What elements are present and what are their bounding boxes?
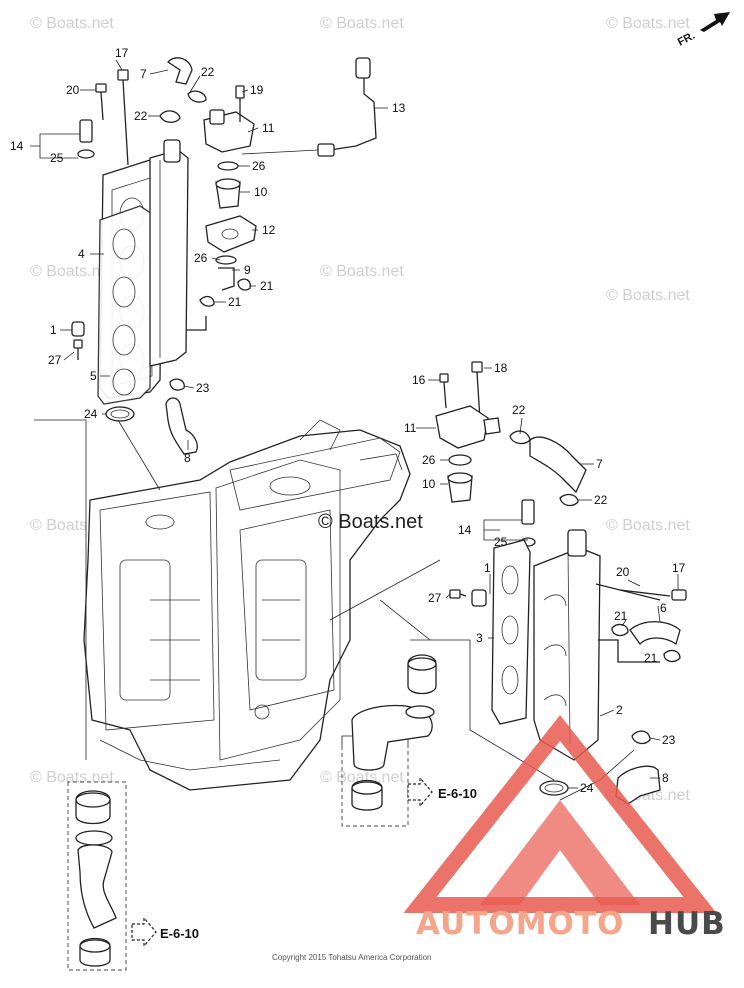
watermark: © Boats.net bbox=[320, 263, 404, 280]
brand-logo: AUTOMOTO HUB bbox=[403, 715, 726, 942]
callout-2: 2 bbox=[616, 703, 623, 717]
front-label: FR. bbox=[676, 30, 697, 49]
callout-10: 10 bbox=[422, 477, 436, 491]
callout-23: 23 bbox=[196, 381, 210, 395]
callout-7: 7 bbox=[596, 457, 603, 471]
callout-21: 21 bbox=[260, 279, 274, 293]
callout-1: 1 bbox=[484, 561, 491, 575]
callout-22: 22 bbox=[201, 65, 215, 79]
callout-13: 13 bbox=[392, 101, 406, 115]
watermark-center: © Boats.net bbox=[318, 511, 423, 533]
sensor-connector bbox=[355, 57, 371, 79]
arrow-icon bbox=[700, 12, 730, 32]
elbow-hose bbox=[165, 397, 198, 455]
brand-name-primary: AUTOMOTO bbox=[416, 906, 624, 942]
callout-27: 27 bbox=[428, 591, 442, 605]
callout-11: 11 bbox=[262, 121, 275, 135]
o-ring bbox=[105, 406, 135, 422]
callout-21: 21 bbox=[614, 609, 628, 623]
callout-7: 7 bbox=[140, 67, 147, 81]
watermark: © Boats.net bbox=[320, 15, 404, 32]
leader-lines bbox=[30, 59, 679, 801]
hose bbox=[629, 621, 681, 646]
callout-19: 19 bbox=[250, 83, 264, 97]
callout-18: 18 bbox=[494, 361, 508, 375]
rubber-hose bbox=[77, 844, 117, 929]
callout-9: 9 bbox=[244, 263, 251, 277]
watermark: © Boats.net bbox=[30, 263, 114, 280]
thermostat-cover bbox=[435, 405, 489, 449]
copyright-notice: Copyright 2015 Tohatsu America Corporati… bbox=[272, 953, 432, 962]
callout-11: 11 bbox=[404, 421, 417, 435]
watermark: © Boats.net bbox=[320, 769, 404, 786]
callout-24: 24 bbox=[84, 407, 98, 421]
reference-label-center: E-6-10 bbox=[438, 786, 477, 801]
callout-3: 3 bbox=[476, 631, 483, 645]
brand-name-secondary: HUB bbox=[648, 906, 726, 942]
bolt-head bbox=[95, 83, 107, 93]
callout-8: 8 bbox=[662, 771, 669, 785]
water-jacket-rail bbox=[149, 149, 189, 367]
callout-25: 25 bbox=[50, 151, 64, 165]
bolt-head bbox=[439, 373, 449, 383]
callout-labels: 17 20 7 22 22 19 11 14 25 26 10 12 26 9 … bbox=[10, 46, 686, 795]
callout-10: 10 bbox=[254, 185, 268, 199]
thermostat-plate bbox=[205, 215, 257, 253]
callout-24: 24 bbox=[580, 781, 594, 795]
callout-1: 1 bbox=[50, 323, 57, 337]
hose bbox=[529, 436, 587, 494]
elbow-hose bbox=[615, 765, 661, 805]
callout-27: 27 bbox=[48, 353, 62, 367]
manifold-gasket bbox=[97, 205, 153, 405]
manifold-gasket bbox=[491, 539, 531, 725]
sensor-probe bbox=[317, 143, 335, 157]
callout-14: 14 bbox=[10, 139, 24, 153]
callout-17: 17 bbox=[672, 561, 686, 575]
washer bbox=[77, 149, 95, 159]
callout-14: 14 bbox=[458, 523, 472, 537]
callout-4: 4 bbox=[78, 247, 85, 261]
watermark-group: © Boats.net © Boats.net © Boats.net © Bo… bbox=[30, 15, 690, 804]
left-hose-kit: E-6-10 bbox=[67, 781, 199, 971]
callout-5: 5 bbox=[90, 369, 97, 383]
reference-arrow-icon bbox=[407, 776, 433, 808]
watermark: © Boats.net bbox=[606, 15, 690, 32]
watermark: © Boats.net bbox=[30, 769, 114, 786]
watermark: © Boats.net bbox=[606, 517, 690, 534]
callout-16: 16 bbox=[412, 373, 426, 387]
callout-26: 26 bbox=[422, 453, 436, 467]
logo-triangle-icon bbox=[403, 715, 717, 913]
reference-label-left: E-6-10 bbox=[160, 926, 199, 941]
callout-21: 21 bbox=[228, 295, 242, 309]
logo-inner-mark-icon bbox=[480, 800, 640, 905]
hose bbox=[167, 57, 193, 85]
callout-6: 6 bbox=[660, 601, 667, 615]
callout-26: 26 bbox=[252, 159, 266, 173]
callout-12: 12 bbox=[262, 223, 276, 237]
callout-22: 22 bbox=[594, 493, 608, 507]
callout-17: 17 bbox=[115, 46, 129, 60]
temperature-sensor bbox=[79, 119, 93, 143]
upper-left-assembly bbox=[71, 57, 377, 455]
callout-20: 20 bbox=[66, 83, 80, 97]
center-hose-kit: E-6-10 bbox=[341, 654, 477, 827]
reference-arrow-icon bbox=[131, 916, 157, 948]
callout-21: 21 bbox=[644, 651, 658, 665]
temperature-sensor bbox=[521, 499, 535, 525]
callout-8: 8 bbox=[184, 451, 191, 465]
o-ring bbox=[539, 780, 569, 796]
watermark: © Boats.net bbox=[30, 15, 114, 32]
callout-22: 22 bbox=[134, 109, 148, 123]
callout-23: 23 bbox=[662, 733, 676, 747]
callout-22: 22 bbox=[512, 403, 526, 417]
engine-block bbox=[83, 419, 411, 791]
callout-25: 25 bbox=[494, 535, 508, 549]
callout-20: 20 bbox=[616, 565, 630, 579]
right-assembly bbox=[435, 361, 687, 805]
rubber-elbow bbox=[351, 704, 433, 771]
callout-26: 26 bbox=[194, 251, 208, 265]
watermark: © Boats.net bbox=[606, 287, 690, 304]
